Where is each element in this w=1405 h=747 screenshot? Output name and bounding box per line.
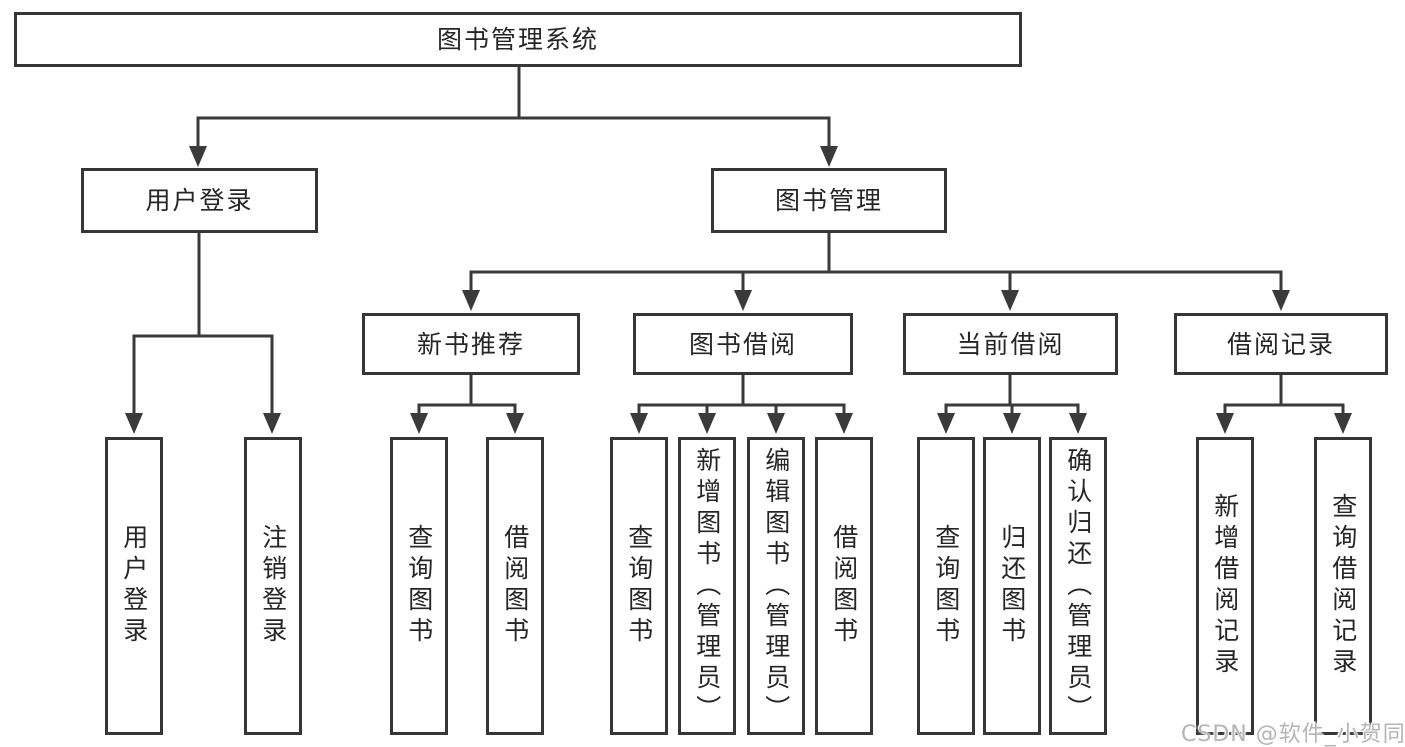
leaf-current-query-books: 查询图书 (917, 437, 975, 735)
node-new-book-recommend: 新书推荐 (362, 313, 580, 375)
node-new-book-recommend-label: 新书推荐 (416, 329, 525, 359)
leaf-records-add-record: 新增借阅记录 (1196, 437, 1254, 735)
node-root-label: 图书管理系统 (436, 25, 599, 54)
node-user-login-label: 用户登录 (145, 186, 254, 215)
leaf-recommend-query-books: 查询图书 (390, 437, 448, 735)
leaf-borrowing-add-books-admin: 新增图书（管理员） (678, 437, 736, 735)
leaf-recommend-borrow-books: 借阅图书 (486, 437, 544, 735)
leaf-records-query-record: 查询借阅记录 (1314, 437, 1372, 735)
node-root: 图书管理系统 (14, 12, 1022, 67)
node-user-login: 用户登录 (81, 168, 318, 233)
csdn-watermark: CSDN @软件_小贺同学 (1181, 722, 1405, 747)
node-book-management-label: 图书管理 (774, 186, 883, 215)
node-book-borrowing: 图书借阅 (633, 313, 853, 375)
node-borrowing-records: 借阅记录 (1174, 313, 1388, 375)
leaf-logout: 注销登录 (244, 437, 302, 735)
leaf-borrowing-query-books: 查询图书 (610, 437, 668, 735)
node-book-management: 图书管理 (711, 168, 947, 233)
node-current-borrowing: 当前借阅 (903, 313, 1118, 375)
arrowheads (125, 146, 1352, 434)
leaf-borrowing-edit-books-admin: 编辑图书（管理员） (747, 437, 805, 735)
leaf-user-login: 用户登录 (105, 437, 163, 735)
leaf-current-confirm-return-admin: 确认归还（管理员） (1049, 437, 1107, 735)
node-book-borrowing-label: 图书借阅 (688, 329, 797, 359)
node-current-borrowing-label: 当前借阅 (956, 329, 1065, 359)
leaf-borrowing-borrow-books: 借阅图书 (815, 437, 873, 735)
leaf-current-return-books: 归还图书 (983, 437, 1041, 735)
node-borrowing-records-label: 借阅记录 (1226, 329, 1335, 359)
